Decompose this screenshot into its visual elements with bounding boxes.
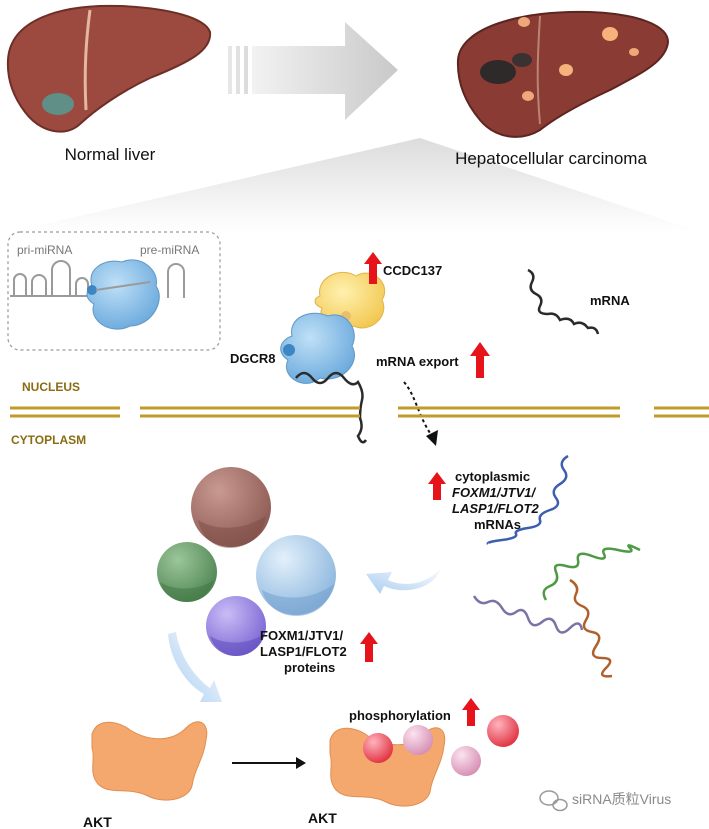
hcc-label: Hepatocellular carcinoma	[455, 149, 647, 168]
cyto-mrna-label-line3: LASP1/FLOT2	[452, 501, 539, 516]
drosha-complex-icon	[86, 259, 160, 330]
protein-sphere-green	[157, 542, 217, 602]
phosphate-sphere-red	[487, 715, 519, 747]
pri-mirna-hairpins	[10, 260, 185, 298]
export-arrowhead	[426, 430, 438, 446]
phosphorylation-label: phosphorylation	[349, 708, 451, 723]
cytoplasm-label: CYTOPLASM	[11, 433, 86, 447]
translation-curved-arrow	[366, 566, 442, 594]
mrna-label: mRNA	[590, 293, 630, 308]
proteins-label-line3: proteins	[284, 660, 335, 675]
microprocessor-inset-box	[7, 231, 221, 351]
mrna-strand-blue	[486, 454, 569, 545]
watermark-text: siRNA质粒Virus	[572, 791, 671, 807]
nuclear-membrane	[10, 406, 709, 418]
mrna-strand-nuclear	[295, 371, 368, 444]
protein-sphere-light-blue	[256, 535, 336, 616]
up-arrow-icon	[360, 632, 378, 662]
dgcr8-label: DGCR8	[230, 351, 276, 366]
akt-label-left: AKT	[83, 814, 112, 829]
pri-mirna-label: pri-miRNA	[17, 243, 72, 257]
mrna-strand-green	[542, 544, 641, 601]
wechat-watermark-icon	[539, 790, 568, 812]
zoom-fan	[10, 138, 700, 232]
cyto-mrna-label-line1: cytoplasmic	[455, 469, 530, 484]
proteins-label-line2: LASP1/FLOT2	[260, 644, 347, 659]
mrna-export-label: mRNA export	[376, 354, 459, 369]
mrna-strand-free	[527, 268, 600, 335]
phosphate-sphere-red	[363, 733, 393, 763]
up-arrow-icon	[462, 698, 480, 726]
cyto-mrna-label-line4: mRNAs	[474, 517, 521, 532]
export-dotted-arrow	[403, 381, 433, 437]
progression-arrow	[228, 22, 398, 120]
signaling-curved-arrow	[168, 632, 222, 702]
activation-arrowhead	[296, 757, 306, 769]
akt-protein-icon	[91, 721, 208, 801]
proteins-label-line1: FOXM1/JTV1/	[260, 628, 343, 643]
up-arrow-icon	[428, 472, 446, 500]
protein-sphere-brown	[191, 467, 271, 548]
normal-liver-illustration	[6, 4, 212, 133]
dgcr8-complex-icon	[280, 312, 355, 384]
protein-sphere-purple	[206, 596, 266, 656]
phosphate-sphere-pink	[451, 746, 481, 776]
pre-mirna-label: pre-miRNA	[140, 243, 199, 257]
normal-liver-label: Normal liver	[65, 145, 156, 164]
mrna-strand-purple	[472, 595, 584, 634]
carcinoma-liver-illustration	[456, 10, 670, 138]
nucleus-label: NUCLEUS	[22, 380, 80, 394]
phosphate-sphere-pink	[403, 725, 433, 755]
mrna-strand-brown	[569, 578, 613, 678]
ccdc137-label: CCDC137	[383, 263, 442, 278]
cyto-mrna-label-line2: FOXM1/JTV1/	[452, 485, 536, 500]
up-arrow-icon	[470, 342, 490, 378]
up-arrow-icon	[364, 252, 382, 284]
akt-label-right: AKT	[308, 810, 337, 826]
